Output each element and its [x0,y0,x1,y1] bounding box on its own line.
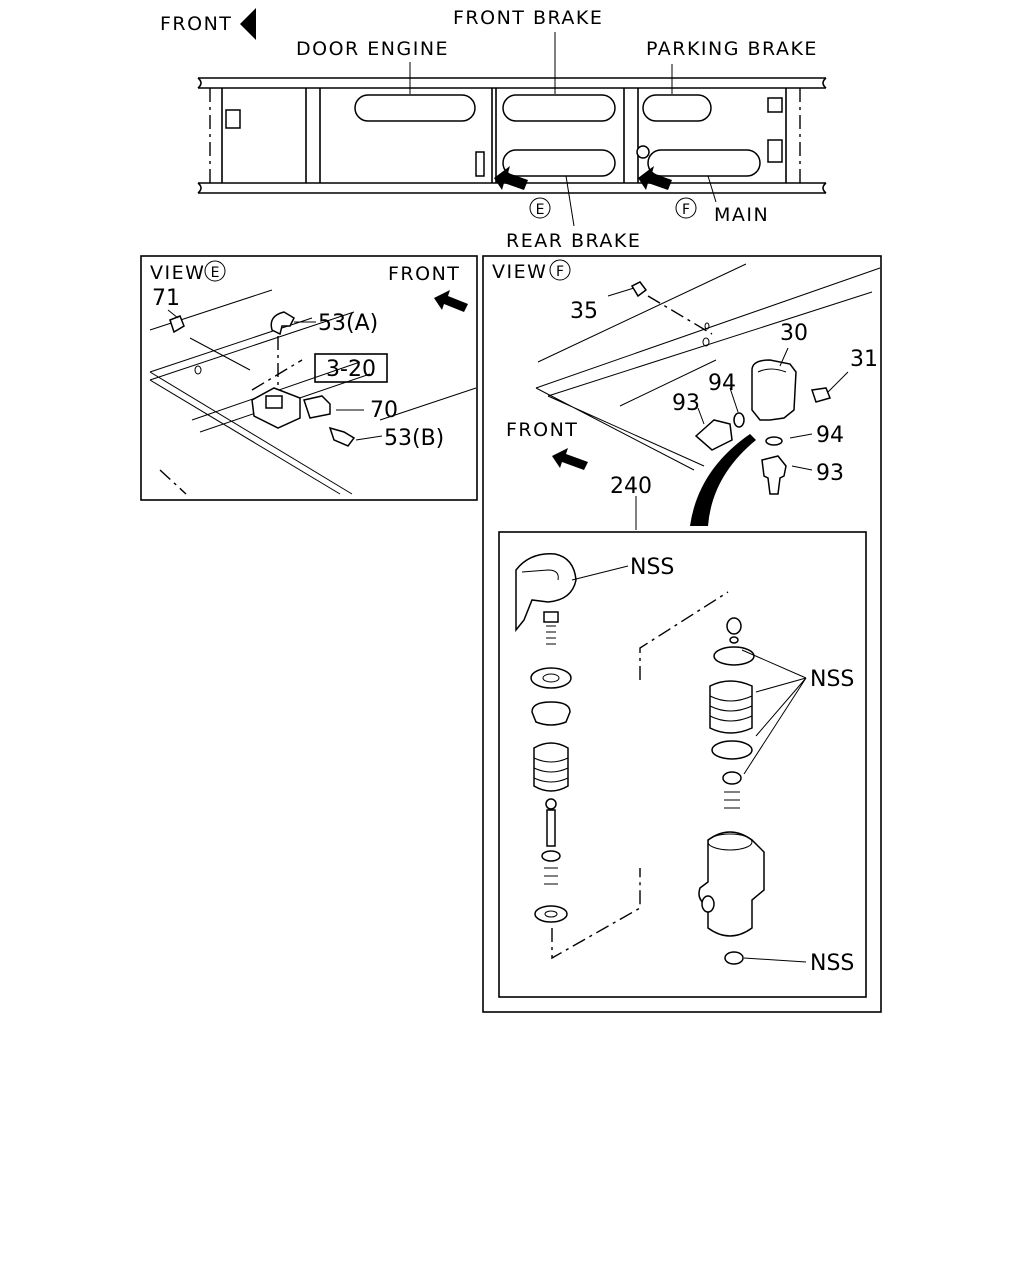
front-brake-label: FRONT BRAKE [453,7,603,29]
rear-brake-label: REAR BRAKE [506,230,641,252]
washer-left [530,667,572,689]
view-e-arrow-icon [494,166,528,190]
view-f-frame [482,255,882,1013]
plunger-rod [546,809,556,847]
detail-box [498,531,867,998]
callout-30: 30 [780,321,808,346]
bolt-31 [811,387,832,403]
spring-seat [531,701,571,726]
view-e-panel: VIEW E FRONT 71 53(A) 3-20 70 53(B) [140,255,478,501]
nss-label-3: NSS [810,951,854,976]
nut-35 [630,281,648,298]
elbow-fitting-53a [270,311,295,336]
callout-240: 240 [610,474,652,499]
callout-71: 71 [152,286,180,311]
callout-31: 31 [850,347,878,372]
washer-94-lower [765,436,783,446]
parking-brake-tank [642,94,712,122]
spring [533,742,569,792]
detail-pointer-icon [690,434,756,526]
view-e-frame [140,255,478,501]
main-tank [647,149,761,177]
callout-94-lower: 94 [816,423,844,448]
view-e-front-label: FRONT [388,263,460,285]
piston [709,680,753,734]
front-arrow-icon [240,8,256,40]
nss-label-2: NSS [810,667,854,692]
view-f-front-arrow-icon [552,448,588,470]
o-ring-lower [711,740,753,760]
ref-box [314,353,388,383]
callout-70: 70 [370,398,398,423]
seal-cap [515,553,577,633]
chassis-overview: FRONT FRONT BRAKE DOOR ENGINE PARKING BR… [160,7,827,252]
ref-3-20: 3-20 [326,357,376,382]
door-engine-label: DOOR ENGINE [296,38,449,60]
callout-93-upper: 93 [672,391,700,416]
callout-53b: 53(B) [384,426,444,451]
main-label: MAIN [714,204,769,226]
bottom-cap [724,951,744,965]
connector-93-lower [761,455,787,495]
frame-rails [197,77,827,194]
marker-e-text: E [536,202,545,218]
marker-f-text: F [682,202,690,218]
nss-label-1: NSS [630,555,674,580]
parking-brake-label: PARKING BRAKE [646,38,818,60]
connector-93-upper [694,419,733,451]
o-ring-upper [713,646,755,666]
nut-71 [169,315,185,334]
callout-35: 35 [570,299,598,324]
washer-bottom [534,905,568,923]
washer-94-upper [733,412,745,428]
callout-94-upper: 94 [708,371,736,396]
view-e-front-arrow-icon [434,290,468,312]
marker-f-circle [675,197,697,219]
view-f-front-label: FRONT [506,419,578,441]
connector-70 [303,395,331,419]
valve-housing [698,831,765,937]
callout-93-lower: 93 [816,461,844,486]
callout-53a: 53(A) [318,311,378,336]
valve-30 [751,359,797,421]
rear-brake-tank [502,149,616,177]
view-f-marker: F [556,264,564,280]
front-label-top: FRONT [160,13,232,35]
view-e-marker: E [211,265,220,281]
connector-53b [328,426,356,447]
view-f-title: VIEW [492,261,547,283]
view-e-title: VIEW [150,262,205,284]
door-engine-tank [354,94,476,122]
marker-e-circle [529,197,551,219]
view-f-panel: VIEW F 35 30 31 94 93 94 93 FRONT 240 [482,255,882,1013]
front-brake-tank [502,94,616,122]
valve-fitting-left [225,109,241,129]
view-f-arrow-icon [638,166,672,190]
air-tanks [225,94,783,177]
